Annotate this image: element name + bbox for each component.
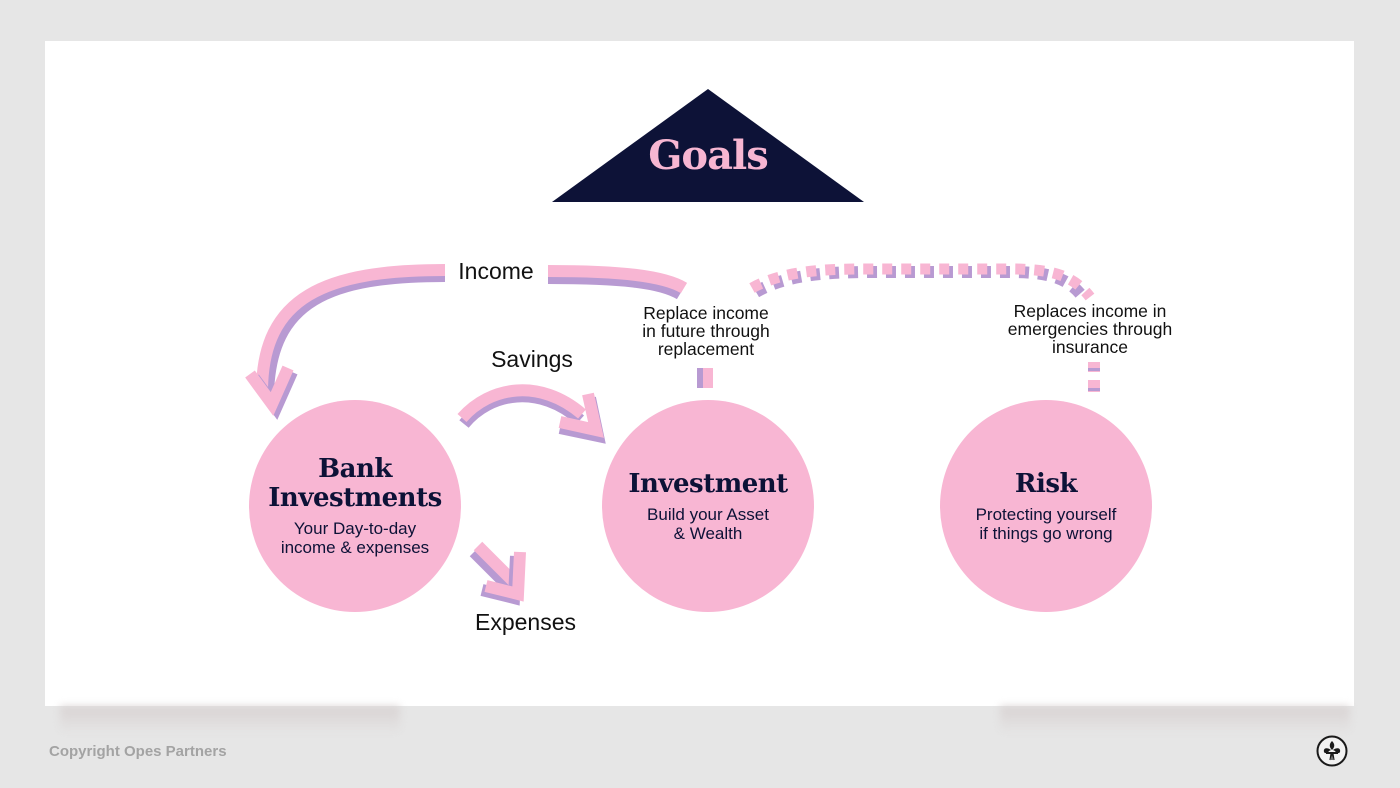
- node-subtitle: Protecting yourself if things go wrong: [976, 505, 1117, 543]
- income-label: Income: [458, 258, 534, 284]
- bank-investments-node: Bank Investments Your Day-to-day income …: [249, 400, 461, 612]
- node-subtitle: Your Day-to-day income & expenses: [281, 519, 429, 557]
- replace-emergency-label: Replaces income in emergencies through i…: [984, 302, 1196, 356]
- savings-label: Savings: [491, 346, 573, 372]
- replace-emergency-line: emergencies through: [1007, 319, 1173, 339]
- node-subtitle-line: if things go wrong: [979, 523, 1113, 543]
- expenses-label: Expenses: [474, 609, 576, 635]
- income-arrow-to-investment: [547, 265, 688, 300]
- node-subtitle-line: Protecting yourself: [975, 504, 1117, 524]
- goals-triangle: [552, 89, 864, 202]
- replace-emergency-line: Replaces income in: [1013, 301, 1167, 321]
- investment-node: Investment Build your Asset & Wealth: [602, 400, 814, 612]
- goals-title: Goals: [648, 132, 768, 179]
- node-subtitle: Build your Asset & Wealth: [647, 505, 769, 543]
- node-subtitle-line: income & expenses: [280, 538, 430, 557]
- replace-future-line: replacement: [657, 339, 755, 359]
- copyright-text: Copyright Opes Partners: [49, 743, 227, 760]
- expenses-arrow: [469, 541, 526, 606]
- replace-emergency-line: insurance: [1052, 337, 1128, 357]
- fleur-de-lis-icon[interactable]: [1316, 735, 1348, 767]
- node-title: Risk: [1014, 468, 1078, 499]
- replace-future-line: Replace income: [643, 303, 769, 323]
- dotted-arc-to-risk: [749, 263, 1100, 392]
- replace-future-line: in future through: [642, 321, 770, 341]
- savings-arrow: [457, 384, 606, 444]
- replace-future-label: Replace income in future through replace…: [612, 304, 800, 358]
- slide-shadow-left: [60, 706, 400, 734]
- node-title: Investment: [628, 468, 788, 499]
- node-subtitle-line: & Wealth: [673, 523, 743, 543]
- risk-node: Risk Protecting yourself if things go wr…: [940, 400, 1152, 612]
- node-title-line: Bank: [318, 454, 392, 484]
- node-title-line: Risk: [1014, 468, 1078, 499]
- node-title-line: Investments: [268, 483, 442, 513]
- income-arrow-to-bank: [245, 264, 446, 420]
- node-title-line: Investment: [628, 468, 788, 499]
- slide-shadow-right: [1000, 706, 1350, 734]
- node-title: Bank Investments: [268, 454, 442, 513]
- node-subtitle-line: Your Day-to-day: [293, 519, 417, 538]
- node-subtitle-line: Build your Asset: [647, 504, 769, 524]
